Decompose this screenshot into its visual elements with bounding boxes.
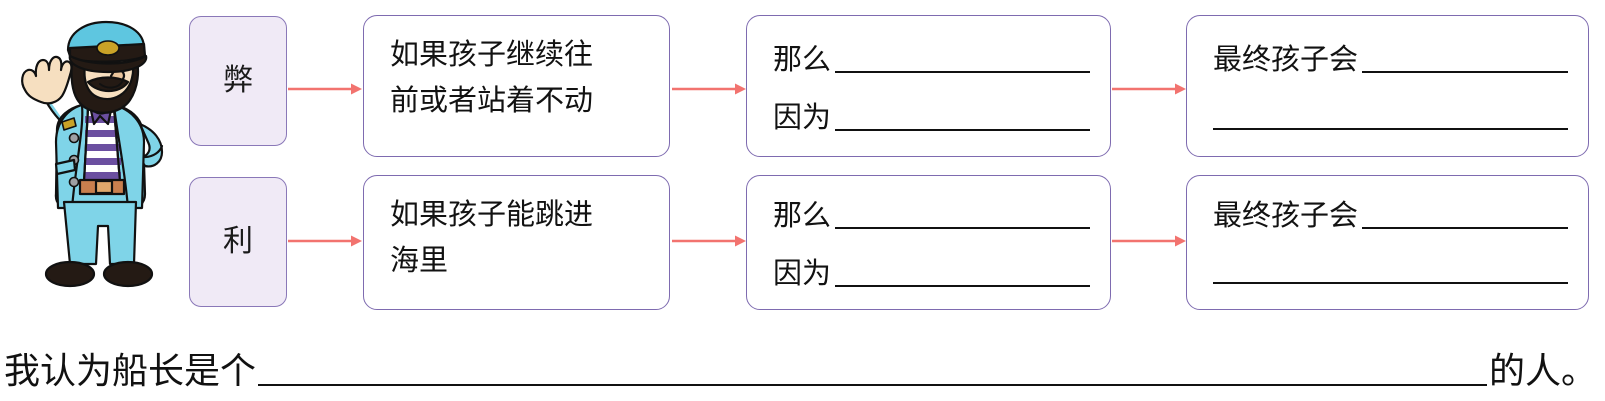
row-2-result-lead-1: 那么 [773,198,832,232]
row-1-outcome-blank-1[interactable] [1362,70,1568,73]
row-2-result-blank-1[interactable] [835,226,1090,229]
row-2-result-box: 那么 因为 [746,175,1111,310]
row-2-tag-box: 利 [189,177,287,307]
row-2-result-line-2: 因为 [773,256,1090,291]
bottom-sentence-blank[interactable] [258,384,1487,386]
row-1-result-lead-1: 那么 [773,42,832,76]
row-1-result-line-1: 那么 [773,42,1090,77]
row-1-outcome-line-1: 最终孩子会 [1213,42,1568,77]
row-2-arrow-1 [288,234,362,248]
row-2-condition-text: 如果孩子能跳进 海里 [390,197,594,277]
row-1-result-line-2: 因为 [773,100,1090,135]
row-1-result-blank-2[interactable] [835,128,1090,131]
row-2-arrow-3 [1112,234,1186,248]
row-1-tag-box: 弊 [189,16,287,146]
row-1-result-lead-2: 因为 [773,100,832,134]
row-1-arrow-3 [1112,82,1186,96]
cartoon-sea-captain-illustration [12,12,180,298]
bottom-sentence: 我认为船长是个 的人。 [0,330,1605,392]
row-1-result-box: 那么 因为 [746,15,1111,157]
row-2-result-blank-2[interactable] [835,284,1090,287]
row-2-condition-box: 如果孩子能跳进 海里 [363,175,670,310]
row-1-outcome-lead-1: 最终孩子会 [1213,42,1359,76]
row-2-outcome-blank-2[interactable] [1213,282,1568,284]
row-2-outcome-lead-1: 最终孩子会 [1213,198,1359,232]
bottom-sentence-tail: 的人。 [1488,350,1597,392]
row-1-outcome-blank-2[interactable] [1213,128,1568,130]
row-2-tag-label: 利 [223,224,253,259]
row-1-arrow-1 [288,82,362,96]
row-1-result-blank-1[interactable] [835,70,1090,73]
row-2-result-lead-2: 因为 [773,256,832,290]
row-2-result-line-1: 那么 [773,198,1090,233]
row-1-condition-text: 如果孩子继续往 前或者站着不动 [390,37,594,117]
bottom-sentence-lead: 我认为船长是个 [4,350,257,392]
row-1-tag-label: 弊 [223,63,253,98]
row-2-outcome-box: 最终孩子会 [1186,175,1589,310]
row-1-outcome-box: 最终孩子会 [1186,15,1589,157]
row-2-outcome-blank-1[interactable] [1362,226,1568,229]
row-2-outcome-line-1: 最终孩子会 [1213,198,1568,233]
row-1-arrow-2 [672,82,746,96]
row-1-condition-box: 如果孩子继续往 前或者站着不动 [363,15,670,157]
row-2-arrow-2 [672,234,746,248]
